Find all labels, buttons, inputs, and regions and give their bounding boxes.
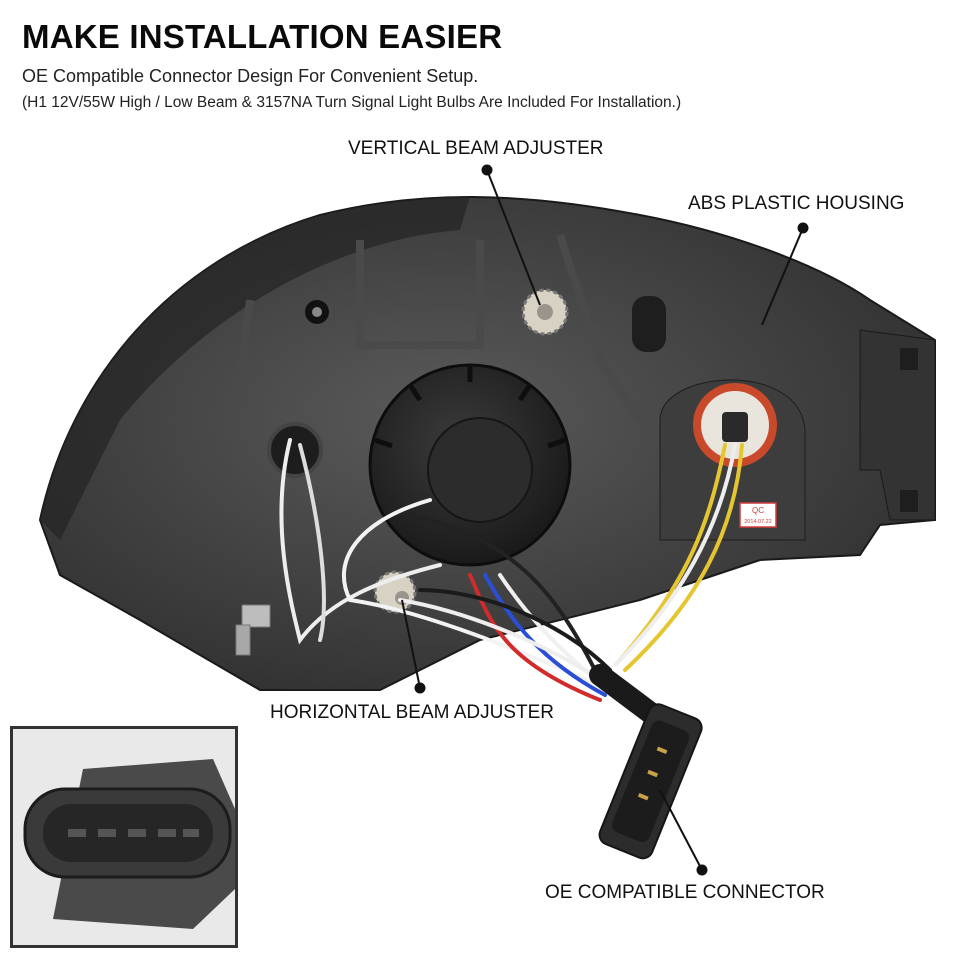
housing-ribs xyxy=(226,233,644,461)
abs-housing-label: ABS PLASTIC HOUSING xyxy=(688,193,905,214)
mounting-bolt xyxy=(235,604,271,656)
connector-closeup-photo xyxy=(13,729,235,945)
side-plug xyxy=(632,296,666,352)
bulb-note: (H1 12V/55W High / Low Beam & 3157NA Tur… xyxy=(22,94,682,111)
connector-label: OE COMPATIBLE CONNECTOR xyxy=(545,882,825,903)
connector-closeup-inset xyxy=(10,726,238,948)
callout-leaders xyxy=(401,164,809,876)
vertical-adjuster-label: VERTICAL BEAM ADJUSTER xyxy=(348,138,604,159)
page-title: MAKE INSTALLATION EASIER xyxy=(22,18,503,55)
low-beam-socket xyxy=(267,422,323,478)
qc-sticker: QC 2014.07.22 xyxy=(739,502,777,528)
qc-date: 2014.07.22 xyxy=(744,519,772,525)
qc-label: QC xyxy=(752,506,764,515)
horizontal-adjuster-label: HORIZONTAL BEAM ADJUSTER xyxy=(270,702,554,723)
bulb-cap xyxy=(368,363,572,567)
vertical-adjuster-gear xyxy=(521,288,569,336)
subtitle: OE Compatible Connector Design For Conve… xyxy=(22,66,479,86)
oe-connector xyxy=(589,664,703,860)
